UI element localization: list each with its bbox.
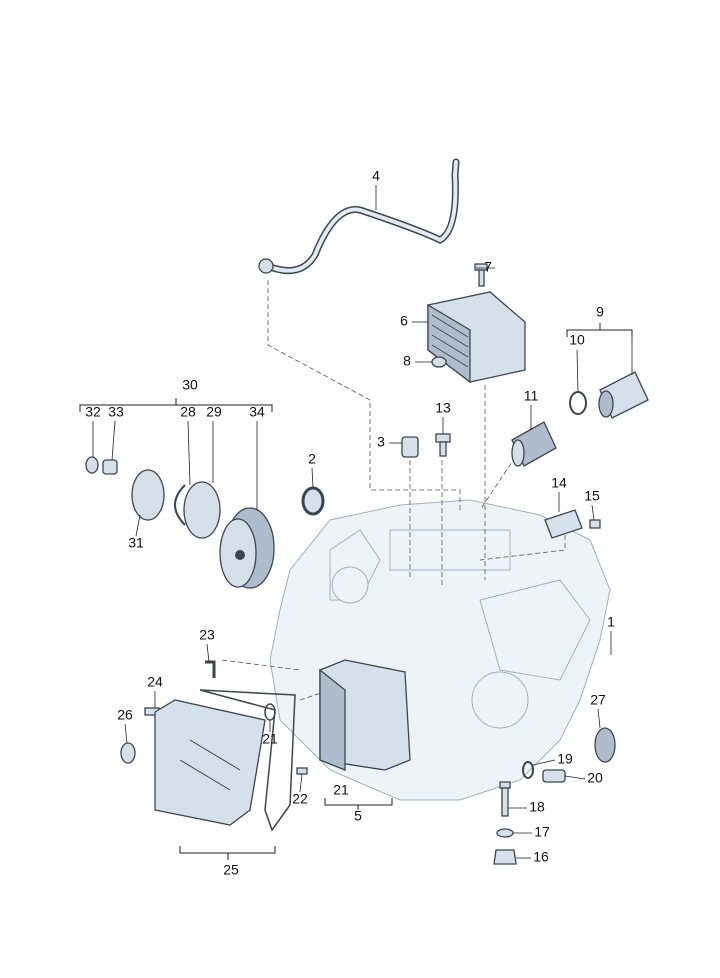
bolt-15 (589, 519, 601, 529)
callout-lines (92, 185, 633, 859)
label-1: 1 (607, 614, 615, 630)
label-7: 7 (484, 259, 492, 275)
washer-17 (496, 828, 514, 838)
label-14: 14 (551, 475, 567, 491)
oil-cooler (427, 291, 526, 384)
label-4: 4 (372, 168, 380, 184)
label-2: 2 (308, 451, 316, 467)
oil-pan-25 (154, 689, 296, 832)
bracket-14 (544, 509, 583, 539)
o-ring-10 (569, 391, 587, 415)
bearing-27 (594, 727, 616, 763)
label-15: 15 (584, 488, 600, 504)
label-11: 11 (524, 388, 539, 404)
label-19: 19 (557, 751, 573, 767)
label-22: 22 (292, 791, 308, 807)
oil-filter (511, 421, 557, 467)
flywheel-34 (219, 507, 275, 589)
seal-2 (301, 486, 325, 516)
washer-26 (120, 742, 136, 764)
label-18: 18 (529, 799, 545, 815)
label-5: 5 (354, 808, 362, 824)
mechatronic-unit-5 (319, 659, 411, 771)
label-30: 30 (182, 377, 198, 393)
filter-housing (598, 371, 649, 419)
label-23: 23 (199, 627, 215, 643)
cover-31 (131, 469, 165, 521)
pipe-fitting (258, 258, 274, 274)
label-33: 33 (108, 404, 124, 420)
o-ring-8 (431, 356, 447, 368)
bolt-13 (435, 433, 451, 457)
label-26: 26 (117, 707, 133, 723)
group-brackets (79, 323, 633, 860)
sleeve-3 (401, 436, 419, 458)
label-29: 29 (206, 404, 222, 420)
label-3: 3 (377, 434, 385, 450)
clip-23 (205, 660, 216, 678)
part-33 (102, 459, 118, 475)
label-32: 32 (85, 404, 101, 420)
label-21b: 21 (333, 782, 349, 798)
o-ring-21 (264, 703, 276, 721)
plug-20 (542, 769, 566, 783)
label-27: 27 (590, 692, 606, 708)
bolt-7 (474, 263, 488, 287)
label-21a: 21 (262, 731, 278, 747)
label-8: 8 (403, 353, 411, 369)
label-31: 31 (128, 535, 144, 551)
part-number-labels: 4 7 6 8 9 10 11 13 3 30 32 33 28 29 34 3… (85, 168, 615, 878)
label-16: 16 (533, 849, 549, 865)
label-17: 17 (534, 824, 550, 840)
label-24: 24 (147, 674, 163, 690)
label-28: 28 (180, 404, 196, 420)
label-10: 10 (569, 332, 585, 348)
label-20: 20 (587, 770, 603, 786)
oil-pipe (261, 158, 460, 275)
label-6: 6 (400, 313, 408, 329)
label-9: 9 (596, 304, 604, 320)
part-29 (183, 481, 221, 539)
label-13: 13 (435, 400, 451, 416)
label-34: 34 (249, 404, 265, 420)
part-32 (85, 456, 99, 474)
ring-19 (522, 761, 534, 779)
bolt-22 (296, 767, 308, 775)
label-25: 25 (223, 862, 239, 878)
circlip-28 (174, 484, 186, 526)
pin-18 (499, 781, 511, 817)
nut-16 (493, 849, 517, 865)
